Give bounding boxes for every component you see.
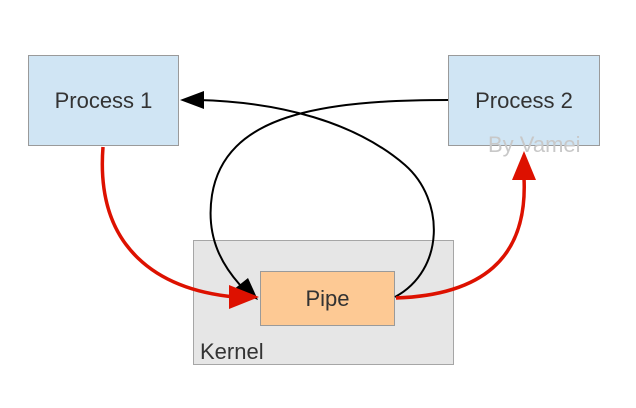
- red-arrowhead-process2: [512, 151, 536, 180]
- process-2-box: Process 2: [448, 55, 600, 146]
- process-1-box: Process 1: [28, 55, 179, 146]
- pipe-label: Pipe: [305, 285, 350, 311]
- kernel-label: Kernel: [200, 339, 264, 364]
- black-arrowhead-process1: [180, 91, 204, 109]
- red-arrow-pipe-to-process2: [395, 177, 526, 300]
- process-2-label: Process 2: [475, 87, 573, 113]
- watermark-text: By Vamei: [488, 132, 581, 157]
- pipe-box: Pipe: [260, 271, 395, 326]
- red-arrow-process1-to-pipe: [100, 146, 236, 299]
- black-arrow-pipe-to-process1: [197, 99, 435, 298]
- red-arrowhead-pipe: [229, 285, 259, 309]
- process-1-label: Process 1: [54, 87, 153, 113]
- black-arrow-process2-to-pipe: [209, 99, 449, 286]
